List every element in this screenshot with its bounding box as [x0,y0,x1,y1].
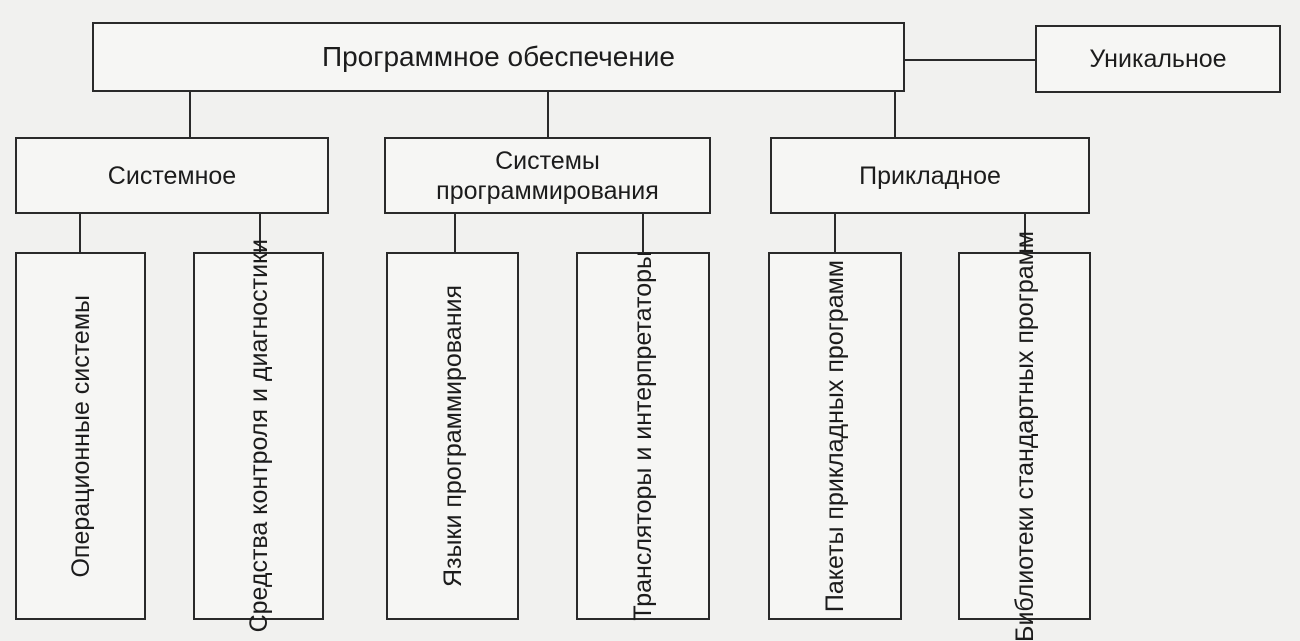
leaf-label: Языки программирования [438,285,467,587]
leaf-control-diagnostics: Средства контроля и диагностики [193,239,324,633]
category-label: Системное [107,161,237,190]
leaf-label: Средства контроля и диагностики [244,239,273,633]
leaf-application-packages: Пакеты прикладных программ [768,252,902,620]
category-applied: Прикладное [770,137,1090,214]
leaf-label: Библиотеки стандартных программ [1010,230,1039,641]
leaf-translators-interpreters: Трансляторы и интерпретаторы [576,251,710,621]
leaf-programming-languages: Языки программирования [386,252,519,620]
leaf-standard-libraries: Библиотеки стандартных программ [958,231,1091,641]
leaf-label: Трансляторы и интерпретаторы [629,251,657,621]
extra-node: Уникальное [1035,25,1281,93]
category-programming: Системы программирования [384,137,711,214]
root-node: Программное обеспечение [92,22,905,92]
category-systemic: Системное [15,137,329,214]
leaf-label: Операционные системы [66,294,95,578]
root-label: Программное обеспечение [321,41,676,72]
leaf-label: Пакеты прикладных программ [821,259,849,613]
category-label: Прикладное [859,161,1001,190]
leaf-operating-systems: Операционные системы [15,252,146,620]
category-label: Системы программирования [436,146,659,205]
extra-label: Уникальное [1089,45,1227,73]
